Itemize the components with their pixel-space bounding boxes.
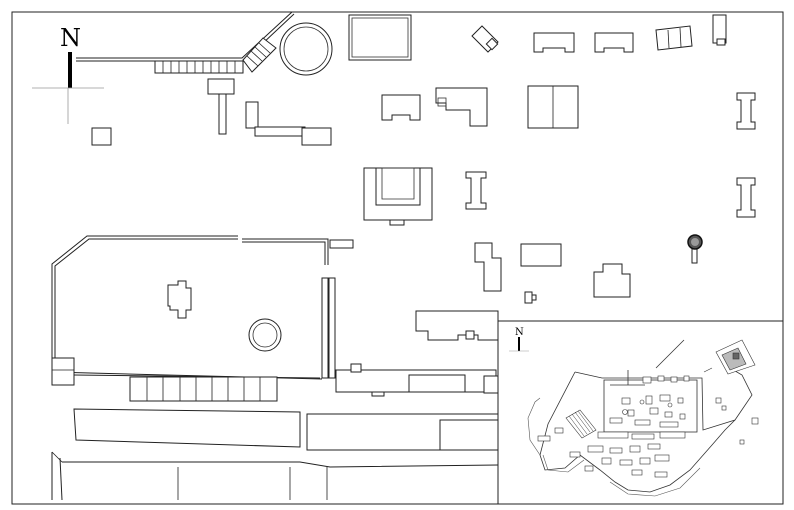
southern-strips <box>51 408 500 501</box>
inset-north-label: N <box>515 327 524 338</box>
north-label: N <box>60 24 81 52</box>
courtyard-building <box>363 167 433 226</box>
central-buildings <box>381 85 756 130</box>
inset-tower-complex <box>703 339 759 445</box>
inset-stair-structure <box>565 409 597 439</box>
inset-lower-buildings <box>537 427 686 478</box>
north-arrow: N <box>32 24 104 124</box>
rotunda-north <box>279 22 333 76</box>
east-buildings <box>474 234 703 304</box>
rectangular-hall <box>348 14 412 61</box>
southern-complex <box>335 310 499 397</box>
inset-buildings <box>609 375 690 428</box>
i-shaped-buildings <box>465 171 756 218</box>
west-buildings <box>91 78 332 146</box>
map-frame <box>11 11 784 505</box>
northwest-wall <box>76 11 295 74</box>
main-enclosure <box>51 235 354 402</box>
top-row-buildings <box>533 14 727 53</box>
inset-map: N <box>497 320 784 505</box>
tilted-building <box>471 25 499 53</box>
